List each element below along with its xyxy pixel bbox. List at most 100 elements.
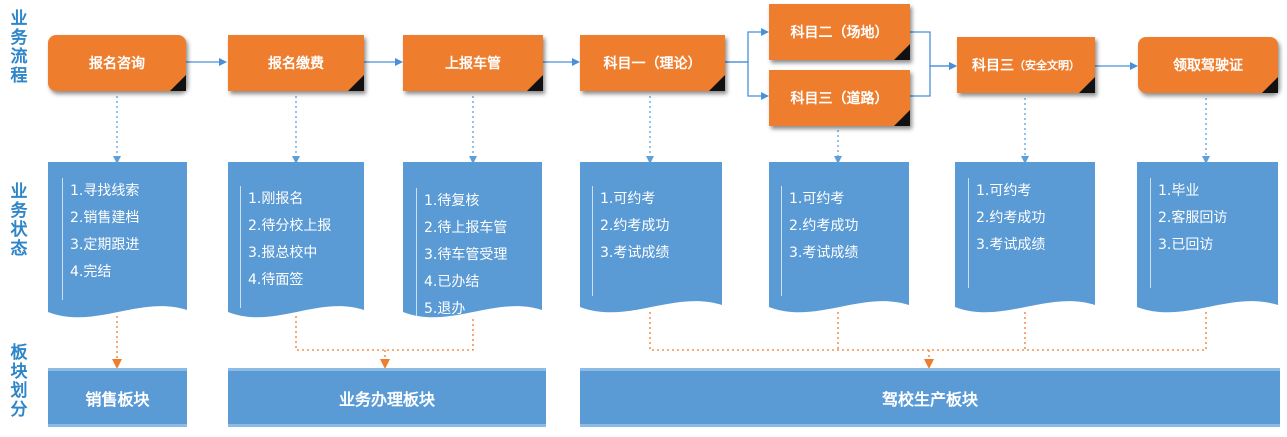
process-box-dmv-report: 上报车管 [403, 35, 543, 91]
status-item: 3.考试成绩 [976, 237, 1046, 253]
row-label-process-char: 程 [10, 66, 28, 86]
status-item: 1.可约考 [600, 191, 656, 207]
row-label-status-char: 态 [10, 239, 28, 259]
flow-connectors [186, 28, 1138, 100]
corner-marker [1079, 77, 1095, 93]
status-item: 4.待面签 [248, 272, 304, 288]
status-item: 3.定期跟进 [70, 237, 140, 253]
status-divider [781, 186, 782, 296]
row-label-process: 业 务 流 程 [6, 10, 32, 86]
status-item: 5.退办 [424, 301, 466, 317]
status-list-enquiry: 1.寻找线索 2.销售建档 3.定期跟进 4.完结 [62, 178, 139, 300]
process-label: 科目三 [972, 58, 1014, 74]
module-production: 驾校生产板块 [580, 368, 1280, 427]
row-label-process-char: 业 [10, 9, 28, 29]
process-label: 领取驾驶证 [1173, 58, 1243, 74]
status-list-payment: 1.刚报名 2.待分校上报 3.报总校中 4.待面签 [240, 186, 331, 308]
status-item: 3.考试成绩 [600, 245, 670, 261]
module-business: 业务办理板块 [228, 368, 546, 427]
process-box-license: 领取驾驶证 [1138, 37, 1278, 93]
status-list-subject-1: 1.可约考 2.约考成功 3.考试成绩 [592, 186, 669, 296]
connector-4-6 [725, 61, 769, 100]
status-item: 1.可约考 [789, 191, 845, 207]
status-item: 2.约考成功 [976, 210, 1046, 226]
status-shape-5 [769, 162, 909, 313]
connector-6-7 [910, 62, 957, 97]
process-box-subject-3-road: 科目三（道路） [769, 70, 910, 126]
process-box-subject-2: 科目二（场地） [769, 4, 910, 60]
status-list-license: 1.毕业 2.客服回访 3.已回访 [1150, 178, 1227, 288]
status-item: 1.可约考 [976, 183, 1032, 199]
corner-marker [894, 110, 910, 126]
process-label: 上报车管 [445, 56, 501, 72]
status-divider [416, 188, 417, 320]
row-label-module-char: 块 [10, 362, 28, 382]
merge-biz-left [295, 316, 474, 351]
row-label-process-char: 流 [10, 47, 28, 67]
status-item: 1.刚报名 [248, 191, 304, 207]
status-item: 2.约考成功 [600, 218, 670, 234]
process-label-small: （安全文明） [1014, 59, 1080, 72]
process-label: 科目三（道路） [790, 91, 889, 107]
status-item: 3.考试成绩 [789, 245, 859, 261]
corner-marker [348, 75, 364, 91]
module-label: 销售板块 [85, 389, 150, 409]
status-divider [240, 186, 241, 308]
status-divider [592, 186, 593, 296]
dotted-down-connectors [113, 96, 1210, 164]
module-sales: 销售板块 [48, 368, 187, 427]
status-shape-3 [403, 162, 542, 318]
status-shape-2 [228, 162, 364, 318]
corner-marker [527, 75, 543, 91]
process-box-subject-1: 科目一（理论） [580, 35, 725, 91]
status-item: 1.待复核 [424, 193, 480, 209]
corner-marker [1262, 77, 1278, 93]
status-item: 3.已回访 [1158, 237, 1214, 253]
module-label: 业务办理板块 [338, 389, 435, 409]
process-label: 报名缴费 [268, 56, 324, 72]
row-label-process-char: 务 [10, 28, 28, 48]
status-list-subject-3-safety: 1.可约考 2.约考成功 3.考试成绩 [968, 178, 1045, 288]
status-item: 2.约考成功 [789, 218, 859, 234]
corner-marker [894, 44, 910, 60]
status-shape-1 [48, 162, 187, 318]
status-divider [968, 178, 969, 288]
connector-4-5 [725, 28, 769, 63]
status-item: 2.客服回访 [1158, 210, 1228, 226]
module-label: 驾校生产板块 [881, 389, 978, 409]
row-label-module-char: 板 [10, 343, 28, 363]
row-label-module-char: 分 [10, 400, 28, 420]
process-box-payment: 报名缴费 [228, 35, 364, 91]
connector-5-7 [910, 31, 957, 70]
process-label: 报名咨询 [89, 56, 145, 72]
status-shape-4 [580, 162, 722, 313]
process-label: 科目一（理论） [603, 56, 702, 72]
row-label-status-char: 状 [10, 220, 28, 240]
merge-prod-line [649, 312, 1207, 351]
status-shapes [48, 162, 1278, 318]
status-item: 2.销售建档 [70, 210, 140, 226]
process-label: 科目二（场地） [790, 25, 889, 41]
row-label-module-char: 划 [10, 381, 28, 401]
row-label-status-char: 业 [10, 182, 28, 202]
status-item: 1.毕业 [1158, 183, 1200, 199]
status-item: 4.完结 [70, 264, 112, 280]
corner-marker [170, 75, 186, 91]
status-divider [1150, 178, 1151, 288]
row-label-module: 板 块 划 分 [6, 344, 32, 420]
status-list-dmv-report: 1.待复核 2.待上报车管 3.待车管受理 4.已办结 5.退办 [416, 188, 507, 320]
process-box-enquiry: 报名咨询 [48, 35, 186, 91]
status-shape-7 [1137, 162, 1278, 313]
status-list-subject-2-3: 1.可约考 2.约考成功 3.考试成绩 [781, 186, 858, 296]
status-item: 1.寻找线索 [70, 183, 140, 199]
row-label-status: 业 务 状 态 [6, 183, 32, 259]
status-item: 2.待上报车管 [424, 220, 508, 236]
status-item: 3.报总校中 [248, 245, 318, 261]
status-item: 4.已办结 [424, 274, 480, 290]
corner-marker [709, 75, 725, 91]
status-item: 2.待分校上报 [248, 218, 332, 234]
process-box-subject-3-safety: 科目三（安全文明） [957, 37, 1095, 93]
dotted-merge-connectors [112, 312, 1207, 369]
row-label-status-char: 务 [10, 201, 28, 221]
